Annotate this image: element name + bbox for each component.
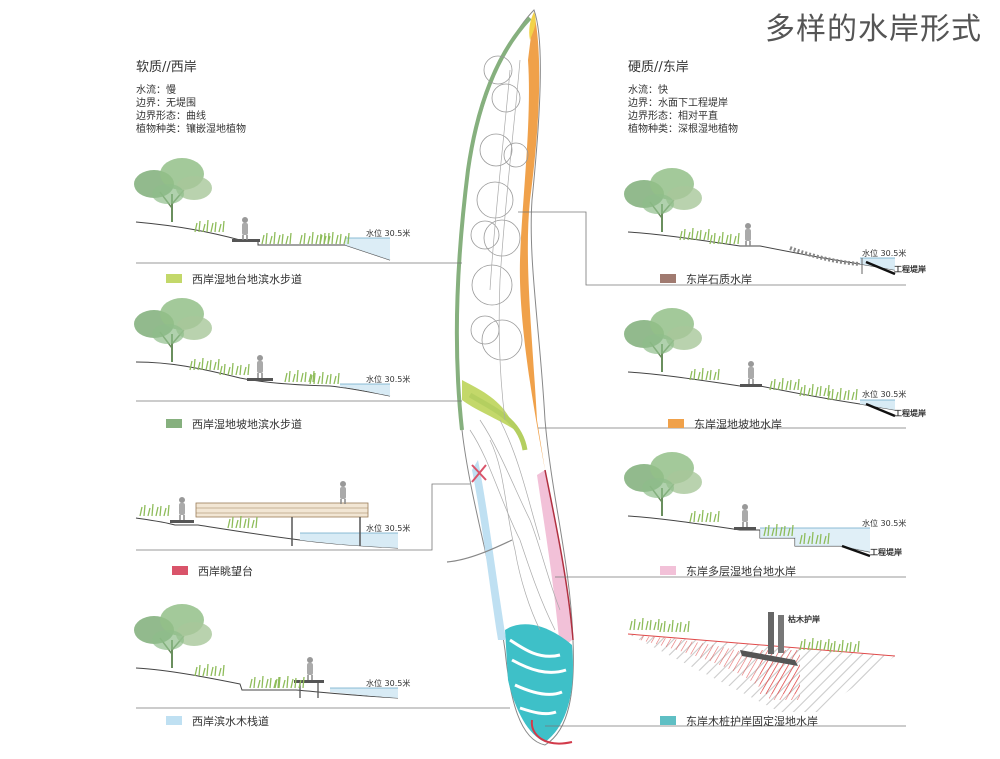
west-meta-line: 边界形态：曲线 — [136, 111, 206, 122]
embankment-note: 工程堤岸 — [894, 409, 926, 418]
legend-label: 东岸木桩护岸固定湿地水岸 — [686, 715, 818, 728]
east-heading: 硬质//东岸 — [628, 60, 689, 75]
legend-label: 西岸眺望台 — [198, 565, 253, 578]
east-meta-line: 边界：水面下工程堤岸 — [628, 98, 728, 109]
east-meta-line: 边界形态：相对平直 — [628, 111, 718, 122]
legend-west-lookout: 西岸眺望台 — [198, 563, 253, 579]
west-meta: 水流：慢 边界：无堤围 边界形态：曲线 植物种类：镶嵌湿地植物 — [136, 84, 246, 136]
east-section-3 — [623, 451, 871, 558]
site-plan — [446, 9, 574, 746]
embankment-note: 工程堤岸 — [894, 265, 926, 274]
deadwood-note: 枯木护岸 — [788, 615, 820, 624]
legend-west-boardwalk: 西岸滨水木栈道 — [192, 713, 269, 729]
east-section-2 — [623, 307, 896, 418]
legend-east-pile: 东岸木桩护岸固定湿地水岸 — [686, 713, 818, 729]
legend-label: 东岸湿地坡地水岸 — [694, 418, 782, 431]
east-section-1 — [623, 167, 896, 276]
east-meta-line: 植物种类：深根湿地植物 — [628, 124, 738, 135]
leader-lines — [136, 211, 906, 727]
west-section-2 — [133, 297, 391, 397]
west-section-3 — [135, 480, 399, 549]
legend-west-slope: 西岸湿地坡地滨水步道 — [192, 416, 302, 432]
east-section-4 — [627, 612, 896, 712]
west-section-1 — [133, 157, 391, 261]
water-level-label: 水位 30.5米 — [862, 519, 907, 528]
east-meta-line: 水流：快 — [628, 85, 668, 96]
west-meta-line: 边界：无堤围 — [136, 98, 196, 109]
water-level-label: 水位 30.5米 — [366, 375, 411, 384]
legend-swatches — [166, 274, 684, 725]
embankment-note: 工程堤岸 — [870, 548, 902, 557]
legend-east-multilevel: 东岸多层湿地台地水岸 — [686, 563, 796, 579]
legend-label: 西岸湿地坡地滨水步道 — [192, 418, 302, 431]
legend-label: 西岸湿地台地滨水步道 — [192, 273, 302, 286]
legend-east-stone: 东岸石质水岸 — [686, 271, 752, 287]
east-meta: 水流：快 边界：水面下工程堤岸 边界形态：相对平直 植物种类：深根湿地植物 — [628, 84, 738, 136]
page-title: 多样的水岸形式 — [765, 12, 982, 47]
legend-west-terrace: 西岸湿地台地滨水步道 — [192, 271, 302, 287]
water-level-label: 水位 30.5米 — [862, 249, 907, 258]
west-meta-line: 水流：慢 — [136, 85, 176, 96]
water-level-label: 水位 30.5米 — [366, 679, 411, 688]
west-meta-line: 植物种类：镶嵌湿地植物 — [136, 124, 246, 135]
legend-label: 东岸石质水岸 — [686, 273, 752, 286]
west-heading: 软质//西岸 — [136, 60, 197, 75]
water-level-label: 水位 30.5米 — [862, 390, 907, 399]
water-level-label: 水位 30.5米 — [366, 229, 411, 238]
water-level-label: 水位 30.5米 — [366, 524, 411, 533]
legend-label: 东岸多层湿地台地水岸 — [686, 565, 796, 578]
west-section-4 — [133, 603, 399, 699]
legend-east-slope: 东岸湿地坡地水岸 — [694, 416, 782, 432]
legend-label: 西岸滨水木栈道 — [192, 715, 269, 728]
